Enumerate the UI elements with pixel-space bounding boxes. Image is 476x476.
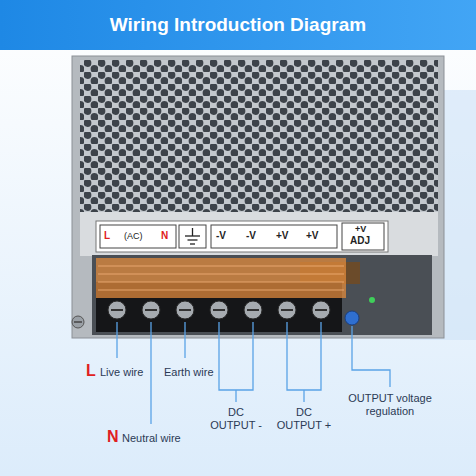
illustration-part [192, 228, 193, 236]
illustration-part [96, 221, 388, 252]
callout-label: DC OUTPUT + [275, 406, 333, 431]
terminal-label: N [161, 230, 168, 242]
illustration-part [247, 309, 259, 311]
illustration-part [176, 301, 194, 319]
terminal-label: ADJ [350, 235, 370, 247]
leader-lines [117, 322, 390, 424]
illustration-part [96, 258, 346, 298]
terminal-label: +V [306, 230, 319, 242]
illustration-part [179, 225, 206, 248]
illustration-part [150, 322, 151, 424]
diagram-title: Wiring Introduction Diagram [0, 0, 476, 50]
illustration-part [185, 235, 200, 236]
terminal-label: L [104, 230, 110, 242]
illustration-part [98, 282, 344, 283]
illustration-part [74, 321, 82, 323]
illustration-part [100, 225, 176, 248]
illustration-part [179, 309, 191, 311]
illustration-part [98, 266, 344, 267]
illustration-part [190, 243, 195, 244]
illustration-part [111, 309, 327, 311]
illustration-part [145, 309, 157, 311]
illustration-part [92, 255, 432, 335]
illustration-part [116, 322, 117, 358]
illustration-part [213, 309, 225, 311]
terminal-block [96, 258, 375, 332]
illustration-part [98, 266, 344, 290]
psu-case [72, 56, 444, 338]
callout-label: DC OUTPUT - [207, 406, 265, 431]
illustration-part [219, 322, 253, 390]
callout-label: Earth wire [164, 366, 214, 379]
illustration-part [352, 326, 390, 387]
illustration-part [235, 390, 236, 402]
illustration-part [142, 301, 160, 319]
wire-letter: N [107, 428, 119, 446]
illustration-part [80, 212, 438, 256]
terminal-label: +V [276, 230, 289, 242]
adjust-potentiometer [345, 311, 359, 325]
terminal-label: -V [246, 230, 256, 242]
illustration-part [188, 239, 198, 240]
illustration-part [211, 225, 337, 248]
terminal-label-strip [96, 221, 388, 252]
illustration-part [98, 290, 344, 291]
illustration-part [72, 316, 84, 328]
illustration-part [80, 60, 438, 215]
terminal-label: (AC) [124, 231, 143, 241]
illustration-part [108, 301, 126, 319]
illustration-part [287, 322, 321, 390]
illustration-part [72, 56, 444, 338]
illustration-part [303, 390, 304, 402]
illustration-part [342, 223, 384, 250]
wire-letter: L [86, 362, 96, 380]
callout-label: Neutral wire [122, 432, 181, 445]
terminal-screws [108, 301, 330, 319]
illustration-part [312, 301, 330, 319]
illustration-part [210, 301, 228, 319]
illustration-part [111, 309, 123, 311]
terminal-label: +V [355, 224, 366, 234]
power-led [369, 297, 375, 303]
illustration-part [244, 301, 262, 319]
title-band [0, 0, 476, 50]
terminal-label: -V [216, 230, 226, 242]
callout-label: OUTPUT voltage regulation [342, 392, 438, 417]
earth-symbol [185, 228, 200, 244]
illustration-part [278, 301, 296, 319]
illustration-part [184, 322, 185, 358]
illustration-part [315, 309, 327, 311]
illustration-part [281, 309, 293, 311]
callout-label: Live wire [100, 366, 143, 379]
illustration-part [98, 274, 344, 275]
